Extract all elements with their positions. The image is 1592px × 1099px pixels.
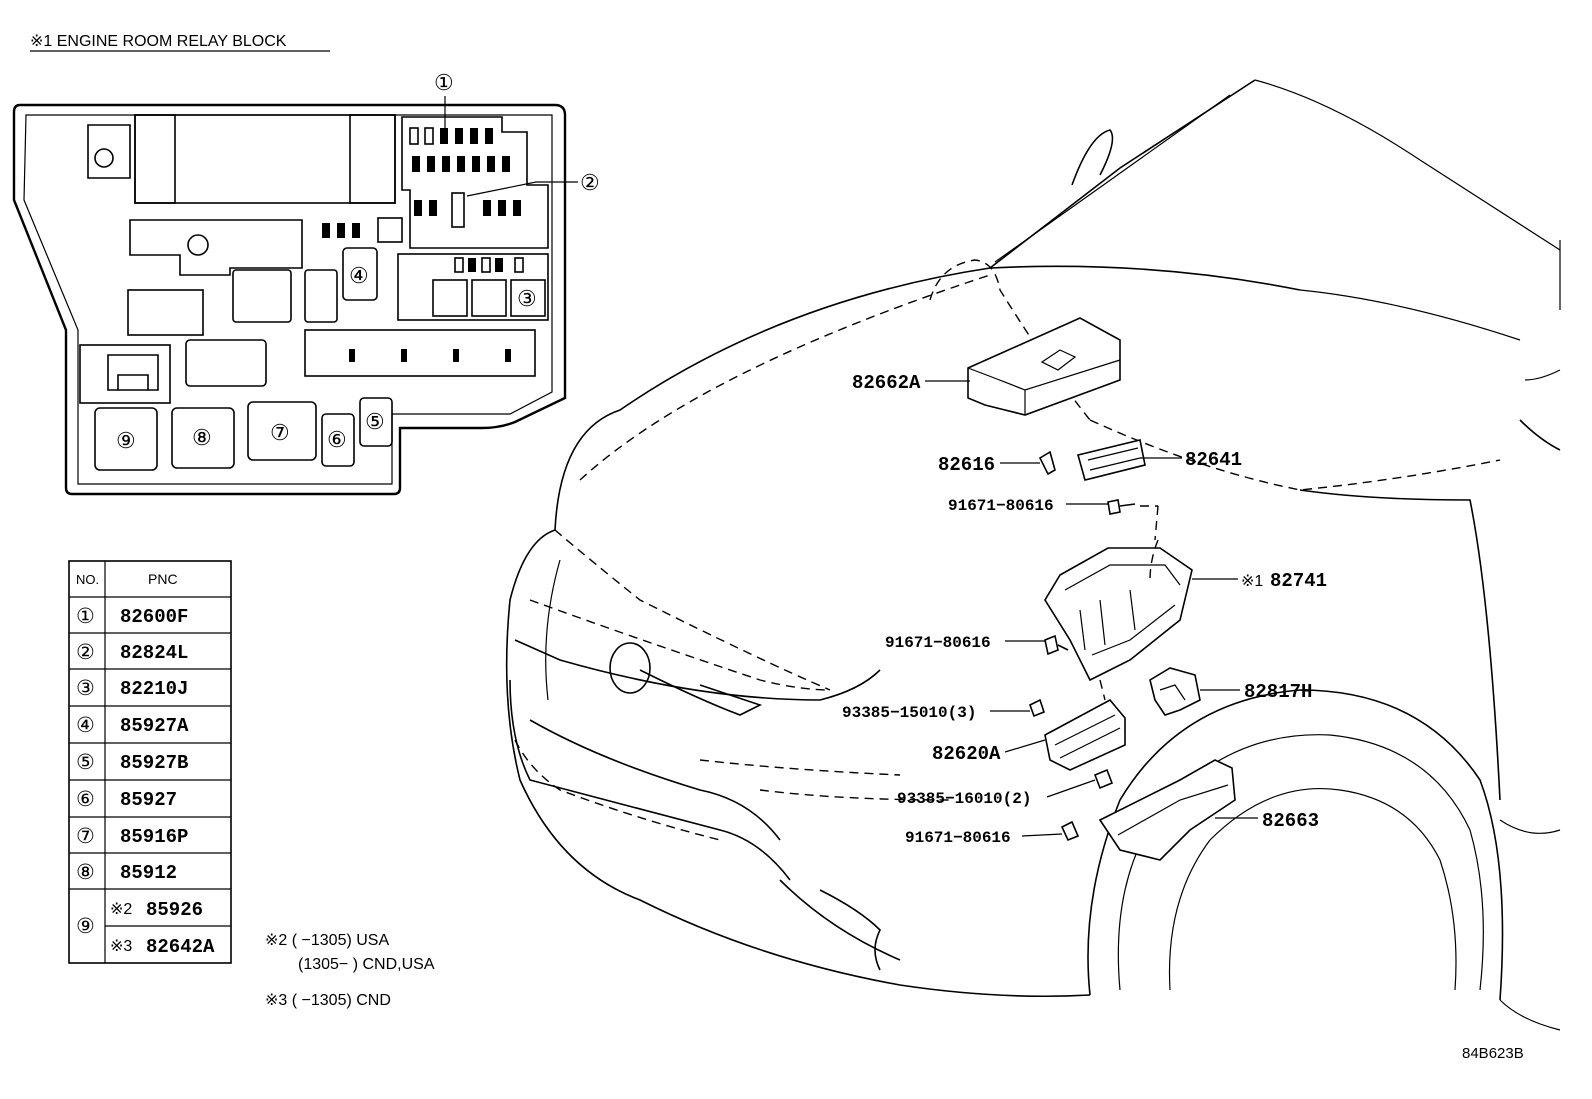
label-91671-top: 91671−80616 bbox=[948, 497, 1054, 515]
table-row-pnc: 82824L bbox=[120, 642, 188, 664]
table-row-pnc: 82642A bbox=[146, 936, 215, 958]
table-row-pnc: 85927B bbox=[120, 752, 188, 774]
note-3-line-1: ※3 ( −1305) CND bbox=[265, 992, 391, 1009]
label-91671-mid: 91671−80616 bbox=[885, 634, 991, 652]
relay-block-title: ※1 ENGINE ROOM RELAY BLOCK bbox=[30, 33, 287, 50]
part-labels: 82662A 82616 82641 91671−80616 ※1 82741 … bbox=[842, 372, 1327, 847]
callout-7: ⑦ bbox=[270, 420, 290, 445]
label-93385-15010: 93385−15010(3) bbox=[842, 704, 976, 722]
table-row-no: ⑤ bbox=[76, 751, 95, 774]
table-row-pnc: 85927 bbox=[120, 789, 177, 811]
note-2-line-1: ※2 ( −1305) USA bbox=[265, 932, 389, 949]
table-row-pnc: 85927A bbox=[120, 715, 189, 737]
table-row-no: ④ bbox=[76, 714, 95, 737]
label-91671-bot: 91671−80616 bbox=[905, 829, 1011, 847]
callout-5: ⑤ bbox=[365, 409, 385, 434]
callout-3: ③ bbox=[517, 286, 537, 311]
table-row-note: ※2 bbox=[110, 901, 132, 918]
table-row-no: ⑦ bbox=[76, 825, 95, 848]
label-82641: 82641 bbox=[1185, 449, 1242, 471]
label-82662A: 82662A bbox=[852, 372, 921, 394]
label-82741-mark: ※1 bbox=[1241, 573, 1263, 590]
callout-8: ⑧ bbox=[192, 425, 212, 450]
label-82741: 82741 bbox=[1270, 570, 1327, 592]
table-row-note: ※3 bbox=[110, 938, 132, 955]
callout-9: ⑨ bbox=[116, 428, 136, 453]
table-row-pnc: 85912 bbox=[120, 862, 177, 884]
table-row-no: ⑧ bbox=[76, 861, 95, 884]
table-row-no: ① bbox=[76, 605, 95, 628]
table-row-pnc: 82210J bbox=[120, 678, 188, 700]
note-2-line-2: (1305− ) CND,USA bbox=[298, 956, 435, 973]
label-82620A: 82620A bbox=[932, 743, 1001, 765]
table-row-no: ② bbox=[76, 641, 95, 664]
callout-4: ④ bbox=[349, 263, 369, 288]
callout-6: ⑥ bbox=[327, 427, 347, 452]
callout-2: ② bbox=[580, 170, 600, 195]
table-row-no: ③ bbox=[76, 677, 95, 700]
table-row-pnc: 82600F bbox=[120, 606, 188, 628]
pnc-table: NO. PNC ① 82600F ② 82824L ③ 82210J ④ 859… bbox=[68, 560, 232, 964]
callout-1: ① bbox=[434, 70, 454, 95]
table-row-no: ⑨ bbox=[76, 915, 95, 938]
table-header-pnc: PNC bbox=[148, 571, 178, 587]
relay-block-callouts: ① ② ③ ④ ⑤ ⑥ ⑦ ⑧ ⑨ bbox=[116, 70, 600, 453]
label-93385-16010: 93385−16010(2) bbox=[897, 790, 1031, 808]
label-82616: 82616 bbox=[938, 454, 995, 476]
table-row-pnc: 85926 bbox=[146, 899, 203, 921]
label-82663: 82663 bbox=[1262, 810, 1319, 832]
car-outline bbox=[505, 79, 1561, 1031]
part-drawings bbox=[967, 317, 1236, 861]
table-row-no: ⑥ bbox=[76, 788, 95, 811]
label-82817H: 82817H bbox=[1244, 681, 1312, 703]
table-header-no: NO. bbox=[76, 572, 99, 587]
relay-block-drawing bbox=[12, 96, 578, 496]
figure-id: 84B623B bbox=[1462, 1045, 1524, 1062]
table-row-pnc: 85916P bbox=[120, 826, 188, 848]
leader-lines bbox=[925, 380, 1258, 837]
